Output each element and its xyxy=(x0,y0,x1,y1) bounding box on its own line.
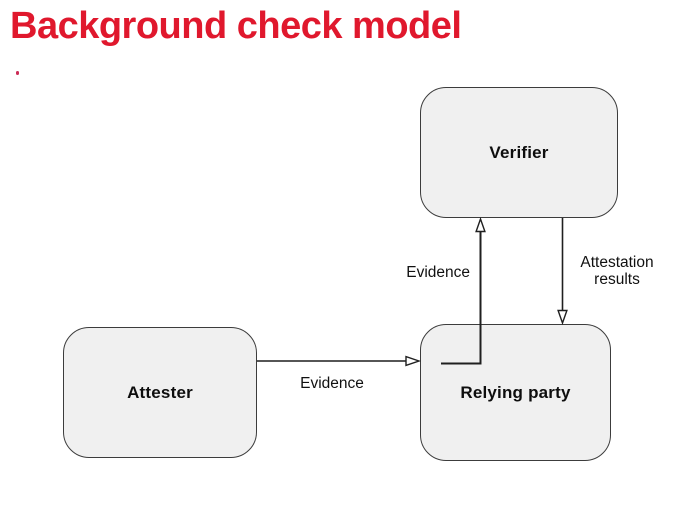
node-relying-party: Relying party xyxy=(420,324,611,461)
edge-verifier-to-relying-party xyxy=(557,218,568,326)
node-verifier: Verifier xyxy=(420,87,618,218)
node-verifier-label: Verifier xyxy=(489,142,549,162)
node-attester: Attester xyxy=(63,327,257,458)
edge-label-evidence-horizontal: Evidence xyxy=(300,375,364,392)
node-relying-party-label: Relying party xyxy=(460,382,571,402)
open-arrowhead-right-icon xyxy=(405,355,422,367)
open-arrowhead-up-icon xyxy=(475,216,486,233)
red-dot-decoration xyxy=(16,71,19,75)
edge-label-attestation-results: Attestation results xyxy=(580,254,654,288)
node-attester-label: Attester xyxy=(127,382,193,402)
edge-label-evidence-vertical: Evidence xyxy=(406,264,470,281)
page-title: Background check model xyxy=(10,5,462,47)
open-arrowhead-down-icon xyxy=(557,309,568,326)
edge-attester-to-relying-party xyxy=(257,355,422,367)
